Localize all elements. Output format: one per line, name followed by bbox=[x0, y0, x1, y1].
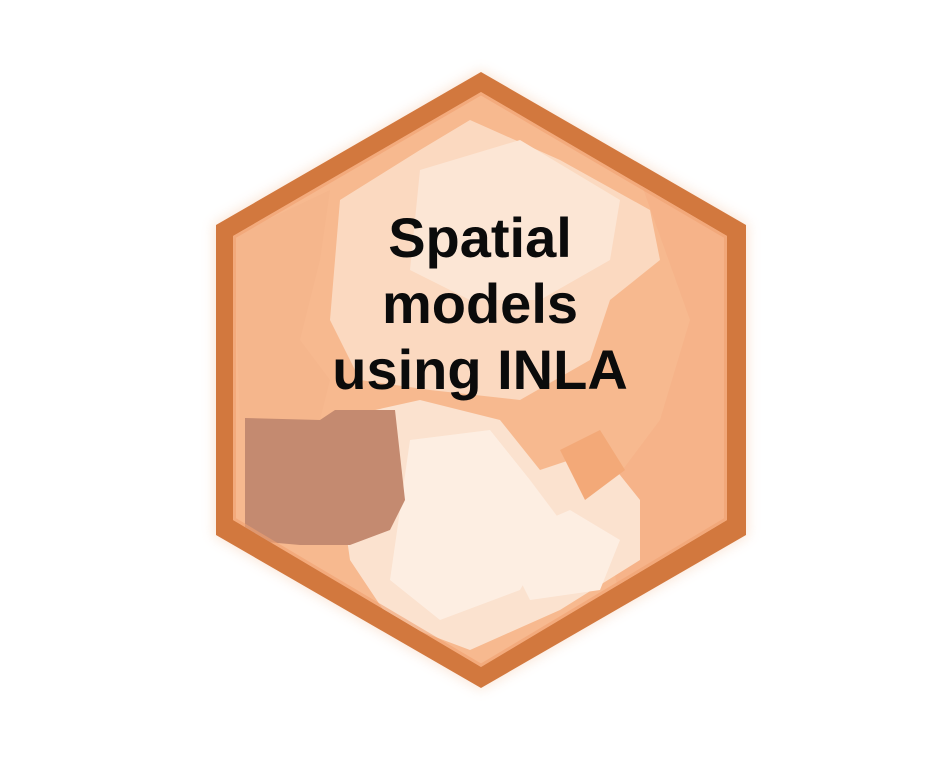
title-line-1: Spatial bbox=[388, 206, 572, 269]
dark-region bbox=[245, 410, 405, 545]
title-line-2: models bbox=[381, 272, 579, 335]
spatial-map-fill bbox=[233, 92, 727, 667]
title-line-3: using INLA bbox=[332, 338, 628, 401]
sticker-title: Spatial models using INLA bbox=[270, 205, 690, 403]
